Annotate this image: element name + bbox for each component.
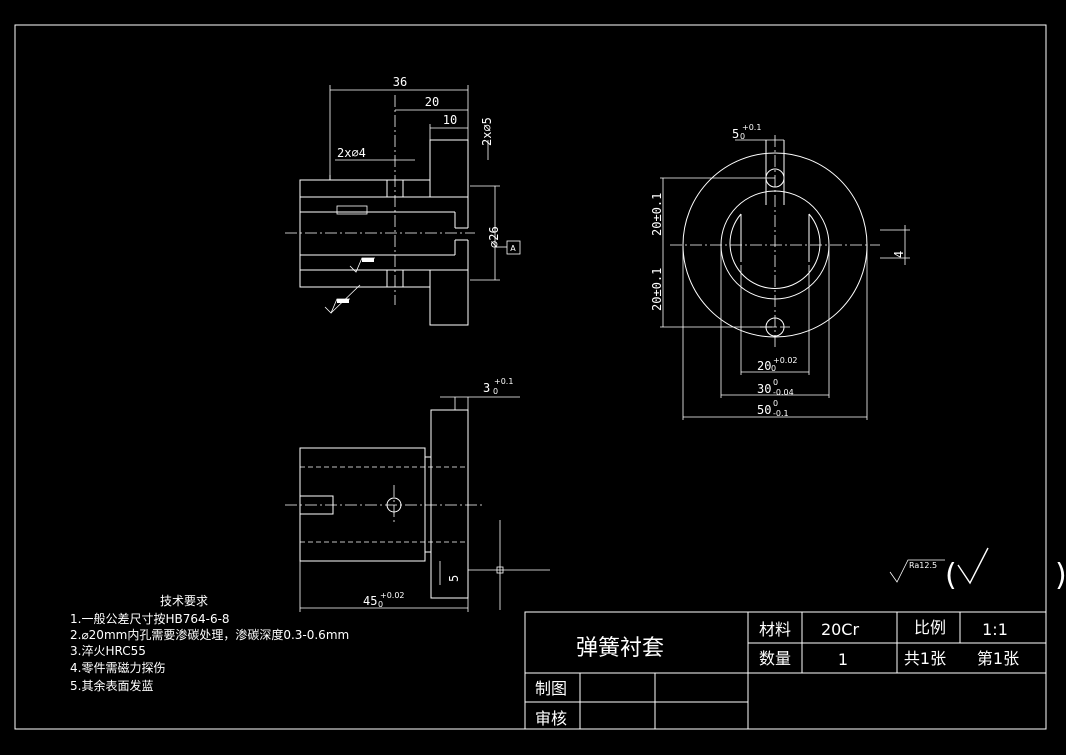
dim-30-tol-lo: -0.04 xyxy=(773,388,794,397)
requirement-4: 4.零件需磁力探伤 xyxy=(70,660,165,675)
roughness-close: ) xyxy=(1055,558,1066,593)
dim-5b: 5 xyxy=(447,575,461,582)
dim-50: 50 xyxy=(757,403,771,417)
drawn-label: 制图 xyxy=(535,679,567,698)
dim-20b-tol-lo: 0 xyxy=(771,364,776,373)
title-block: 弹簧衬套 材料 20Cr 比例 1:1 数量 1 共1张 第1张 制图 审核 xyxy=(524,611,1047,730)
datum-a: A xyxy=(510,244,516,253)
technical-requirements: 技术要求 1.一般公差尺寸按HB764-6-8 2.⌀20mm内孔需要渗碳处理，… xyxy=(70,594,349,693)
roughness-open: ( xyxy=(945,558,957,593)
dim-10: 10 xyxy=(443,113,457,127)
dim-36: 36 xyxy=(393,75,407,89)
section-view: 36 20 10 2x⌀5 2x⌀4 ⌀26 A xyxy=(285,75,521,326)
dim-20b: 20 xyxy=(757,359,771,373)
requirement-1: 1.一般公差尺寸按HB764-6-8 xyxy=(70,611,230,626)
dim-3-tol: +0.1 xyxy=(494,377,513,386)
dim-4: 4 xyxy=(892,251,906,258)
dim-holes-4: 2x⌀4 xyxy=(337,146,366,160)
end-view: 5 +0.1 0 20±0.1 20±0.1 4 20 +0.02 0 30 0… xyxy=(650,123,910,420)
dim-45-tol: +0.02 xyxy=(380,591,405,600)
dim-30: 30 xyxy=(757,382,771,396)
requirements-heading: 技术要求 xyxy=(160,594,208,608)
dim-50-tol: 0 xyxy=(773,399,778,408)
dim-5: 5 xyxy=(732,127,739,141)
sheet-number: 第1张 xyxy=(977,649,1019,668)
dim-50-tol-lo: -0.1 xyxy=(773,409,789,418)
dim-20b-tol: +0.02 xyxy=(773,356,798,365)
dim-3-tol-lo: 0 xyxy=(493,387,498,396)
quantity-value: 1 xyxy=(838,650,848,669)
dim-5-tol-lo: 0 xyxy=(740,132,745,141)
sheets-total: 共1张 xyxy=(904,649,946,668)
dim-30-tol: 0 xyxy=(773,378,778,387)
roughness-value: Ra12.5 xyxy=(909,561,937,570)
drawing-title: 弹簧衬套 xyxy=(576,636,664,661)
requirement-5: 5.其余表面发蓝 xyxy=(70,678,153,693)
dim-3: 3 xyxy=(483,381,490,395)
quantity-label: 数量 xyxy=(759,649,791,668)
dim-5-tol: +0.1 xyxy=(742,123,761,132)
dim-20-lower: 20±0.1 xyxy=(650,268,664,311)
checked-label: 审核 xyxy=(535,709,567,728)
dim-holes-5: 2x⌀5 xyxy=(480,117,494,146)
side-view: 3 +0.1 0 45 +0.02 0 5 xyxy=(285,377,550,612)
material-value: 20Cr xyxy=(821,620,860,639)
scale-value: 1:1 xyxy=(982,620,1008,639)
requirement-3: 3.淬火HRC55 xyxy=(70,643,146,658)
dim-45: 45 xyxy=(363,594,377,608)
dim-20: 20 xyxy=(425,95,439,109)
roughness-symbol: Ra12.5 ( ) xyxy=(889,547,1066,593)
scale-label: 比例 xyxy=(914,618,946,637)
dim-20-upper: 20±0.1 xyxy=(650,193,664,236)
requirement-2: 2.⌀20mm内孔需要渗碳处理，渗碳深度0.3-0.6mm xyxy=(70,627,349,642)
material-label: 材料 xyxy=(759,620,791,639)
dim-dia-26: ⌀26 xyxy=(487,226,501,248)
dim-45-tol-lo: 0 xyxy=(378,600,383,609)
